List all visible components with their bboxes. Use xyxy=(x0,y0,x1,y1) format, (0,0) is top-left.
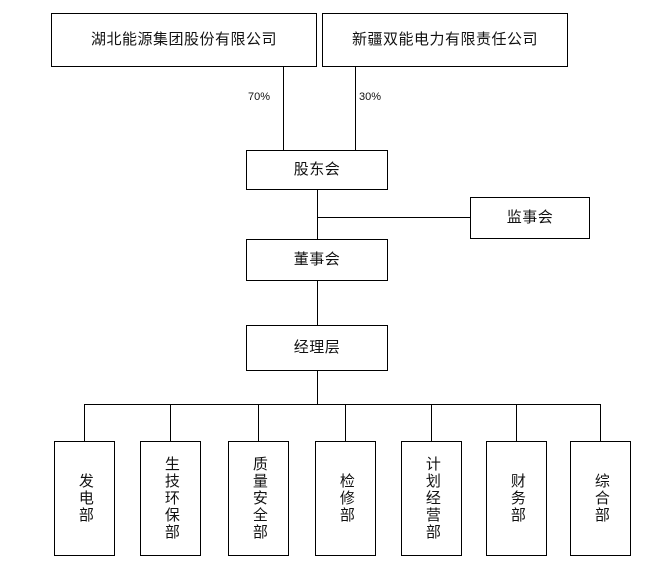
edge-meeting-to-supervisory xyxy=(317,217,471,218)
node-department-1[interactable]: 发电部 xyxy=(54,441,115,556)
edge-drop-department-4 xyxy=(345,404,346,441)
edge-drop-department-3 xyxy=(258,404,259,441)
node-department-7-label: 综合部 xyxy=(592,473,610,524)
node-department-4[interactable]: 检修部 xyxy=(315,441,376,556)
node-department-6-label: 财务部 xyxy=(508,473,526,524)
node-shareholder-a-label: 湖北能源集团股份有限公司 xyxy=(90,30,277,48)
edge-label-stake-b: 30% xyxy=(359,91,382,103)
node-board-of-directors[interactable]: 董事会 xyxy=(246,239,388,281)
node-department-5-label: 计划经营部 xyxy=(423,456,441,541)
edge-management-to-bus xyxy=(317,371,318,404)
node-management-label: 经理层 xyxy=(293,338,341,356)
node-department-1-label: 发电部 xyxy=(76,473,94,524)
edge-label-stake-a: 70% xyxy=(248,91,271,103)
node-department-3-label: 质量安全部 xyxy=(250,456,268,541)
edge-board-to-management xyxy=(317,281,318,325)
edge-drop-department-5 xyxy=(431,404,432,441)
node-department-2-label: 生技环保部 xyxy=(162,456,180,541)
edge-drop-department-2 xyxy=(170,404,171,441)
node-department-2[interactable]: 生技环保部 xyxy=(140,441,201,556)
edge-drop-department-7 xyxy=(600,404,601,441)
node-shareholders-meeting[interactable]: 股东会 xyxy=(246,150,388,190)
edge-shareholder-b-to-meeting xyxy=(355,67,356,150)
node-supervisory-board[interactable]: 监事会 xyxy=(470,197,590,239)
node-department-5[interactable]: 计划经营部 xyxy=(401,441,462,556)
edge-shareholder-a-to-meeting xyxy=(283,67,284,150)
node-department-6[interactable]: 财务部 xyxy=(486,441,547,556)
edge-drop-department-1 xyxy=(84,404,85,441)
edge-meeting-to-board xyxy=(317,190,318,239)
node-department-4-label: 检修部 xyxy=(337,473,355,524)
node-board-of-directors-label: 董事会 xyxy=(293,250,341,268)
node-shareholder-b[interactable]: 新疆双能电力有限责任公司 xyxy=(322,13,568,67)
edge-drop-department-6 xyxy=(516,404,517,441)
node-management[interactable]: 经理层 xyxy=(246,325,388,371)
node-department-3[interactable]: 质量安全部 xyxy=(228,441,289,556)
edge-department-bus xyxy=(84,404,601,405)
node-department-7[interactable]: 综合部 xyxy=(570,441,631,556)
node-shareholders-meeting-label: 股东会 xyxy=(293,160,341,178)
node-shareholder-b-label: 新疆双能电力有限责任公司 xyxy=(351,30,538,48)
node-shareholder-a[interactable]: 湖北能源集团股份有限公司 xyxy=(51,13,317,67)
node-supervisory-board-label: 监事会 xyxy=(506,208,554,226)
